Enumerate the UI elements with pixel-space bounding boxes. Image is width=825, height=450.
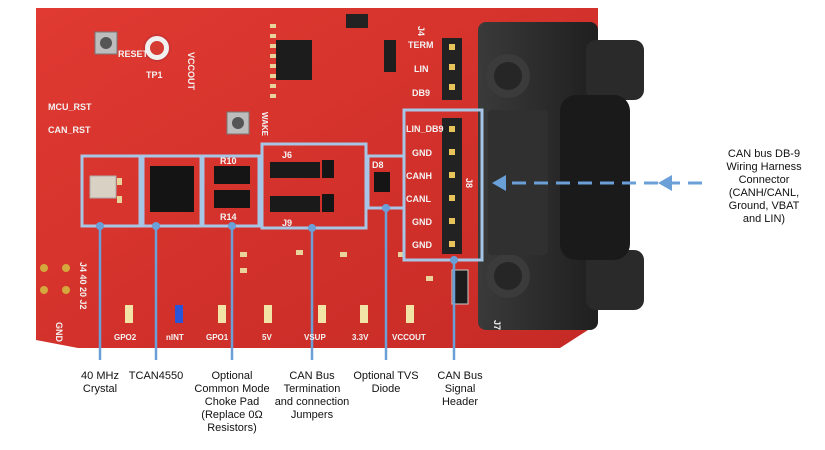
highlight-crystal: [80, 154, 142, 228]
tvs-diode-d8: [374, 172, 390, 192]
silk-j8: J8: [464, 178, 474, 188]
j8-pins: [449, 126, 455, 247]
silk-lin: LIN: [414, 64, 429, 74]
silk-wake: WAKE: [260, 112, 269, 137]
silk-3v3: 3.3V: [352, 333, 369, 342]
silk-j9: J9: [282, 218, 292, 228]
choke-pad-r10: [214, 166, 250, 184]
silk-db9: DB9: [412, 88, 430, 98]
db9-connector: [478, 22, 644, 330]
smd-components: [117, 24, 433, 281]
silk-vccout-2: VCCOUT: [392, 333, 426, 342]
silk-lin-db9: LIN_DB9: [406, 124, 444, 134]
callout-db9: CAN bus DB-9 Wiring Harness Connector (C…: [726, 148, 802, 225]
choke-pad-r14: [214, 190, 250, 208]
jumper-j6: [270, 162, 320, 178]
ic-u1: [276, 40, 312, 80]
status-leds: [125, 305, 414, 323]
silk-j4: J4: [416, 26, 426, 36]
silk-term: TERM: [408, 40, 434, 50]
pointer-lines: [98, 208, 456, 360]
tcan4550-chip: [150, 166, 194, 212]
jumper-j9: [270, 196, 320, 212]
silk-canh: CANH: [406, 171, 432, 181]
silk-gnd-3: GND: [412, 240, 433, 250]
silk-reset: RESET: [118, 49, 149, 59]
silk-mcu-rst: MCU_RST: [48, 102, 92, 112]
silk-j6: J6: [282, 150, 292, 160]
silk-gnd-corner: GND: [54, 322, 64, 343]
db9-arrow-head-icon: [492, 175, 506, 191]
pin-header-j8: [442, 118, 462, 254]
silk-j4-j2: J4 40 20 J2: [78, 262, 88, 310]
reset-button-cap-icon: [100, 37, 112, 49]
db9-arrow-head2-icon: [658, 175, 672, 191]
ic-u2: [346, 14, 368, 28]
silk-gnd-2: GND: [412, 217, 433, 227]
silk-can-rst: CAN_RST: [48, 125, 91, 135]
header-pads: [40, 264, 70, 294]
silk-vccout: VCCOUT: [186, 52, 196, 91]
callout-termination: CAN Bus Termination and connection Jumpe…: [274, 370, 350, 421]
silk-gpo1: GPO1: [206, 333, 229, 342]
silk-d8: D8: [372, 160, 384, 170]
wake-button-cap-icon: [232, 117, 244, 129]
silk-j7: J7: [492, 320, 502, 330]
silk-gpo2: GPO2: [114, 333, 137, 342]
highlight-signal-header: [402, 108, 484, 262]
silk-canl: CANL: [406, 194, 431, 204]
silk-tp1: TP1: [146, 70, 163, 80]
crystal-y1: [89, 175, 117, 199]
capacitor-c15: [451, 269, 469, 305]
silk-5v: 5V: [262, 333, 272, 342]
silk-r14: R14: [220, 212, 237, 222]
jumper-j3: [384, 40, 396, 72]
callout-tvs: Optional TVS Diode: [353, 370, 419, 395]
callout-crystal: 40 MHz Crystal: [81, 370, 119, 395]
silk-r10: R10: [220, 156, 237, 166]
callout-tcan4550: TCAN4550: [128, 370, 184, 382]
highlight-boxes: [80, 108, 484, 262]
highlight-tcan4550: [141, 154, 203, 228]
silk-gnd-1: GND: [412, 148, 433, 158]
callout-choke: Optional Common Mode Choke Pad (Replace …: [194, 370, 270, 434]
callout-signal-header: CAN Bus Signal Header: [437, 370, 483, 408]
pointer-dots: [96, 204, 458, 264]
silk-nint: nINT: [166, 333, 184, 342]
silk-vsup: VSUP: [304, 333, 326, 342]
